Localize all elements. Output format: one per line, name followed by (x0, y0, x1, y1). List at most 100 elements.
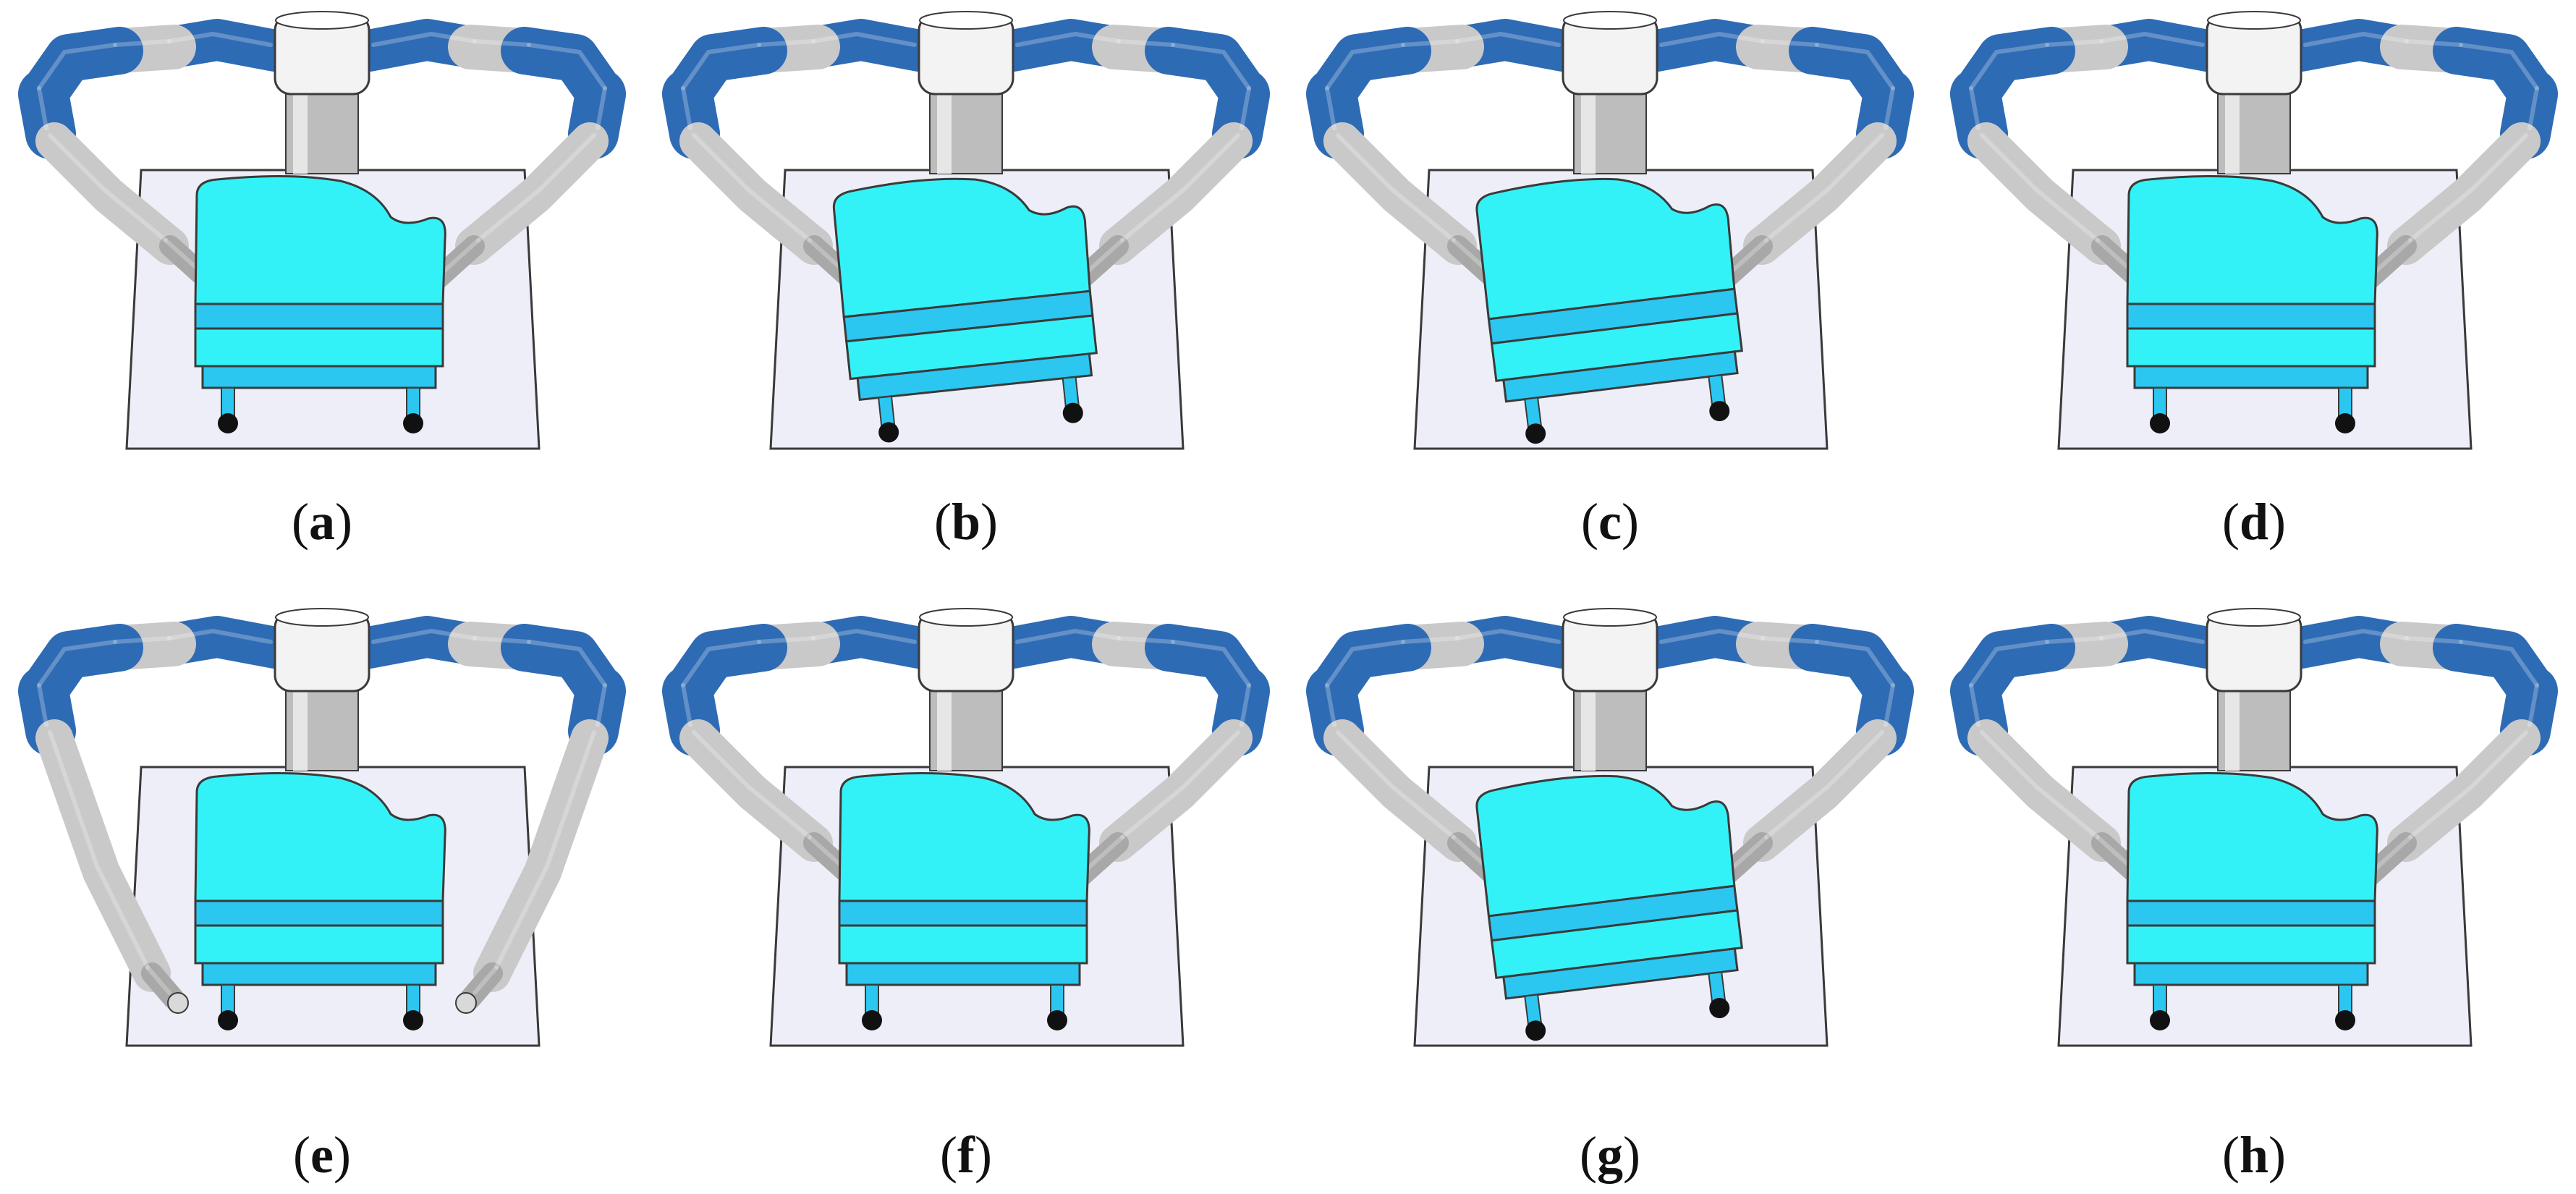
upper-arm-link-shine (2405, 39, 2463, 47)
wrist-link-shine (2372, 835, 2412, 872)
shoulder-link-shine (811, 629, 917, 644)
forearm-joint-shine (681, 683, 692, 727)
forearm-joint-shine (596, 683, 607, 727)
shoulder-link-shine (1455, 32, 1561, 47)
gripper (167, 992, 189, 1014)
piano-wheel-left (218, 1010, 238, 1030)
torso-pillar-highlight (2225, 87, 2240, 174)
piano-wheel-right (1709, 998, 1730, 1019)
robot-head-top (1563, 608, 1657, 627)
forearm-link-shine (1120, 730, 1240, 839)
forearm-joint-shine (596, 86, 607, 130)
wrist-link-shine (2372, 238, 2412, 275)
shoulder-link-shine (1659, 629, 1765, 644)
panel-c: (c) (1288, 0, 1932, 597)
piano-lid (838, 771, 1090, 902)
forearm-link (1323, 719, 1477, 862)
piano-wheel-right (1062, 402, 1083, 423)
gripper (455, 992, 477, 1014)
piano-base (1502, 947, 1739, 1000)
piano-front (194, 924, 444, 965)
wrist-link-shine (440, 238, 480, 275)
forearm-link-shine (2408, 730, 2528, 839)
upper-arm-link-shine (1761, 636, 1819, 644)
forearm-link (1967, 719, 2121, 862)
elbow-link-shine (37, 43, 117, 90)
forearm-joint-shine (2528, 86, 2539, 130)
piano-base (856, 352, 1093, 401)
robot-piano-scene-g (1306, 608, 1914, 1047)
caption-a: (a) (292, 493, 352, 551)
caption-f: (f) (940, 1126, 992, 1184)
wrist-link-shine (145, 965, 171, 995)
robot-piano-scene-h (1950, 608, 2558, 1047)
upper-arm-link-shine (2045, 636, 2103, 644)
panel-a: (a) (0, 0, 644, 597)
caption-c: (c) (1581, 493, 1639, 551)
forearm-link (1323, 122, 1477, 265)
panel-b: (b) (644, 0, 1288, 597)
piano-keyboard-band (838, 899, 1088, 927)
wrist-link-shine (1084, 238, 1124, 275)
piano-keyboard-band (194, 302, 444, 330)
piano-base (2133, 962, 2369, 986)
forearm-link-shine (1764, 730, 1884, 839)
piano-base (2133, 365, 2369, 389)
forearm-link (679, 719, 833, 862)
forearm-link-shine (48, 730, 150, 970)
shoulder-link-shine (2099, 629, 2205, 644)
elbow-link-shine (1815, 43, 1895, 90)
shoulder-link-shine (2303, 32, 2409, 47)
piano-lid (2126, 771, 2378, 902)
forearm-joint-shine (681, 86, 692, 130)
shoulder-link-shine (2099, 32, 2205, 47)
robot-head-top (1563, 11, 1657, 30)
piano-front (838, 924, 1088, 965)
forearm-link-shine (1764, 133, 1884, 242)
torso-pillar-highlight (293, 87, 308, 174)
wrist-link (459, 962, 503, 1009)
forearm-link (473, 719, 609, 992)
forearm-joint-shine (37, 683, 48, 727)
piano-lid (1475, 177, 1736, 321)
shoulder-link-shine (371, 32, 477, 47)
right-arm (992, 19, 1270, 294)
forearm-link-shine (2408, 133, 2528, 242)
forearm-link-shine (1980, 730, 2100, 839)
piano-wheel-right (2335, 413, 2355, 433)
elbow-link-shine (527, 43, 607, 90)
elbow-link-shine (1171, 43, 1251, 90)
piano-base (201, 365, 437, 389)
upper-arm-link-shine (2045, 39, 2103, 47)
forearm-link-shine (1120, 133, 1240, 242)
panel-g: (g) (1288, 597, 1932, 1194)
piano-wheel-left (2150, 413, 2170, 433)
piano-object (194, 174, 446, 433)
robot-piano-scene-d (1950, 11, 2558, 450)
robot-piano-scene-c (1306, 11, 1914, 450)
wrist-link-shine (1084, 835, 1124, 872)
elbow-link-shine (1171, 640, 1251, 687)
piano-wheel-right (1047, 1010, 1067, 1030)
left-arm (662, 616, 940, 891)
piano-wheel-left (878, 422, 899, 443)
piano-object (832, 177, 1098, 443)
wrist-link-shine (1728, 835, 1768, 872)
piano-object (838, 771, 1090, 1030)
torso-pillar-highlight (293, 684, 308, 771)
elbow-link-shine (37, 640, 117, 687)
robot-head-top (919, 11, 1013, 30)
caption-d: (d) (2221, 493, 2286, 551)
forearm-link (1099, 719, 1253, 862)
elbow-link-shine (1325, 43, 1405, 90)
forearm-link (1099, 122, 1253, 265)
forearm-link (35, 719, 171, 992)
piano-base (1502, 350, 1739, 403)
robot-piano-scene-e (18, 608, 626, 1047)
forearm-joint-shine (1240, 86, 1251, 130)
shoulder-link-shine (167, 32, 273, 47)
shoulder-link-shine (811, 32, 917, 47)
piano-object (1475, 774, 1744, 1041)
panel-f: (f) (644, 597, 1288, 1194)
shoulder-link-shine (1659, 32, 1765, 47)
